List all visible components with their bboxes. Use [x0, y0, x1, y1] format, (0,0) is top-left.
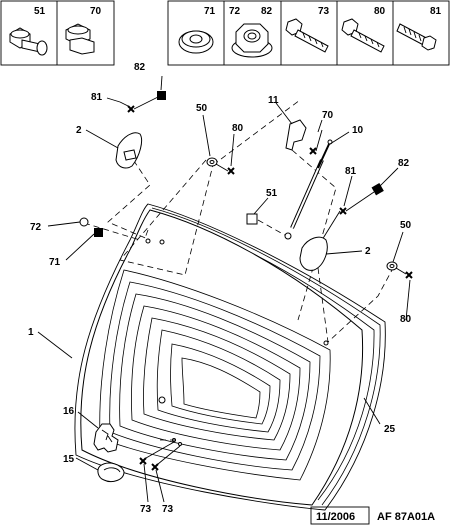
bolt-80-icon: [341, 18, 385, 53]
bolt-80-marker-right: [405, 271, 413, 279]
leader-lines: [37, 75, 411, 503]
rear-window-glass: [74, 203, 386, 511]
callout-81-right: 81: [345, 166, 357, 177]
callout-80-right: 80: [400, 314, 412, 325]
heater-grid: [99, 269, 331, 481]
callout-10: 10: [352, 125, 364, 136]
callout-50: 50: [196, 103, 208, 114]
gas-strut-10-icon: [284, 139, 333, 240]
callout-81: 81: [91, 92, 103, 103]
nut-82-icon-right: [371, 183, 384, 196]
callout-82: 82: [134, 62, 146, 73]
bolt-73-marker: [139, 457, 147, 465]
legend-label-71: 71: [204, 6, 216, 17]
stud-81-icon: [396, 23, 437, 51]
legend-label-51: 51: [34, 6, 46, 17]
legend-label-81: 81: [430, 6, 442, 17]
stud-81-marker-right: [321, 191, 375, 241]
callout-50-right: 50: [400, 220, 412, 231]
footer-code: AF 87A01A: [377, 511, 435, 523]
bolt-51-icon: [9, 27, 48, 56]
callout-2-right: 2: [365, 246, 371, 257]
legend-left-box: 51 70: [0, 0, 115, 66]
callout-11: 11: [268, 95, 279, 106]
clip-11-icon: [285, 119, 307, 151]
callout-80: 80: [232, 123, 244, 134]
callout-73: 73: [140, 504, 152, 515]
glass-panel: [80, 209, 364, 506]
badge-15-icon: [97, 462, 125, 483]
nut-71-marker: [94, 228, 103, 237]
washer-72-marker: [79, 217, 89, 227]
callout-25: 25: [384, 424, 396, 435]
callout-70: 70: [322, 110, 334, 121]
callout-51: 51: [266, 188, 278, 199]
callout-labels: 82 81 2 50 80 11 70 10 82 81 51 50 2 80 …: [28, 62, 412, 515]
nut-71-icon: [178, 30, 214, 54]
footer-date: 11/2006: [316, 511, 355, 523]
bolt-73-marker-b: [151, 463, 159, 471]
nut-50-icon: [206, 157, 218, 167]
stud-81-marker: [119, 95, 161, 113]
bolt-70-marker: [309, 147, 317, 155]
bolt-70-icon: [65, 23, 95, 55]
flange-nut-82-icon: [231, 23, 273, 58]
hinge-2-icon-right: [299, 236, 328, 271]
bolt-73-icon: [285, 18, 329, 53]
legend-left-frame: [0, 0, 115, 66]
nut-50-icon-right: [386, 261, 398, 271]
legend-label-73: 73: [318, 6, 330, 17]
callout-82-right: 82: [398, 158, 410, 169]
callout-15: 15: [63, 454, 75, 465]
legend-right-box: 71 72 82 73 80 81: [167, 0, 450, 66]
legend-label-70: 70: [90, 6, 102, 17]
glass-hole: [158, 396, 166, 404]
glass-seal: [74, 203, 386, 511]
bolt-51-marker: [246, 213, 258, 225]
legend-label-72: 72: [229, 6, 241, 17]
legend-label-82: 82: [261, 6, 273, 17]
callout-2: 2: [76, 125, 82, 136]
callout-73-b: 73: [162, 504, 174, 515]
emblem-16-icon: [93, 423, 119, 453]
legend-right-frame: [167, 0, 450, 66]
footer-date-box: [310, 506, 370, 525]
legend-label-80: 80: [374, 6, 386, 17]
callout-72: 72: [30, 222, 42, 233]
callout-71: 71: [49, 257, 61, 268]
hinge-2-icon: [115, 132, 143, 169]
bolt-80-marker: [227, 167, 235, 175]
callout-1: 1: [28, 327, 34, 338]
footer: 11/2006 AF 87A01A: [310, 506, 435, 525]
nut-82-icon: [157, 91, 166, 100]
callout-16: 16: [63, 406, 75, 417]
